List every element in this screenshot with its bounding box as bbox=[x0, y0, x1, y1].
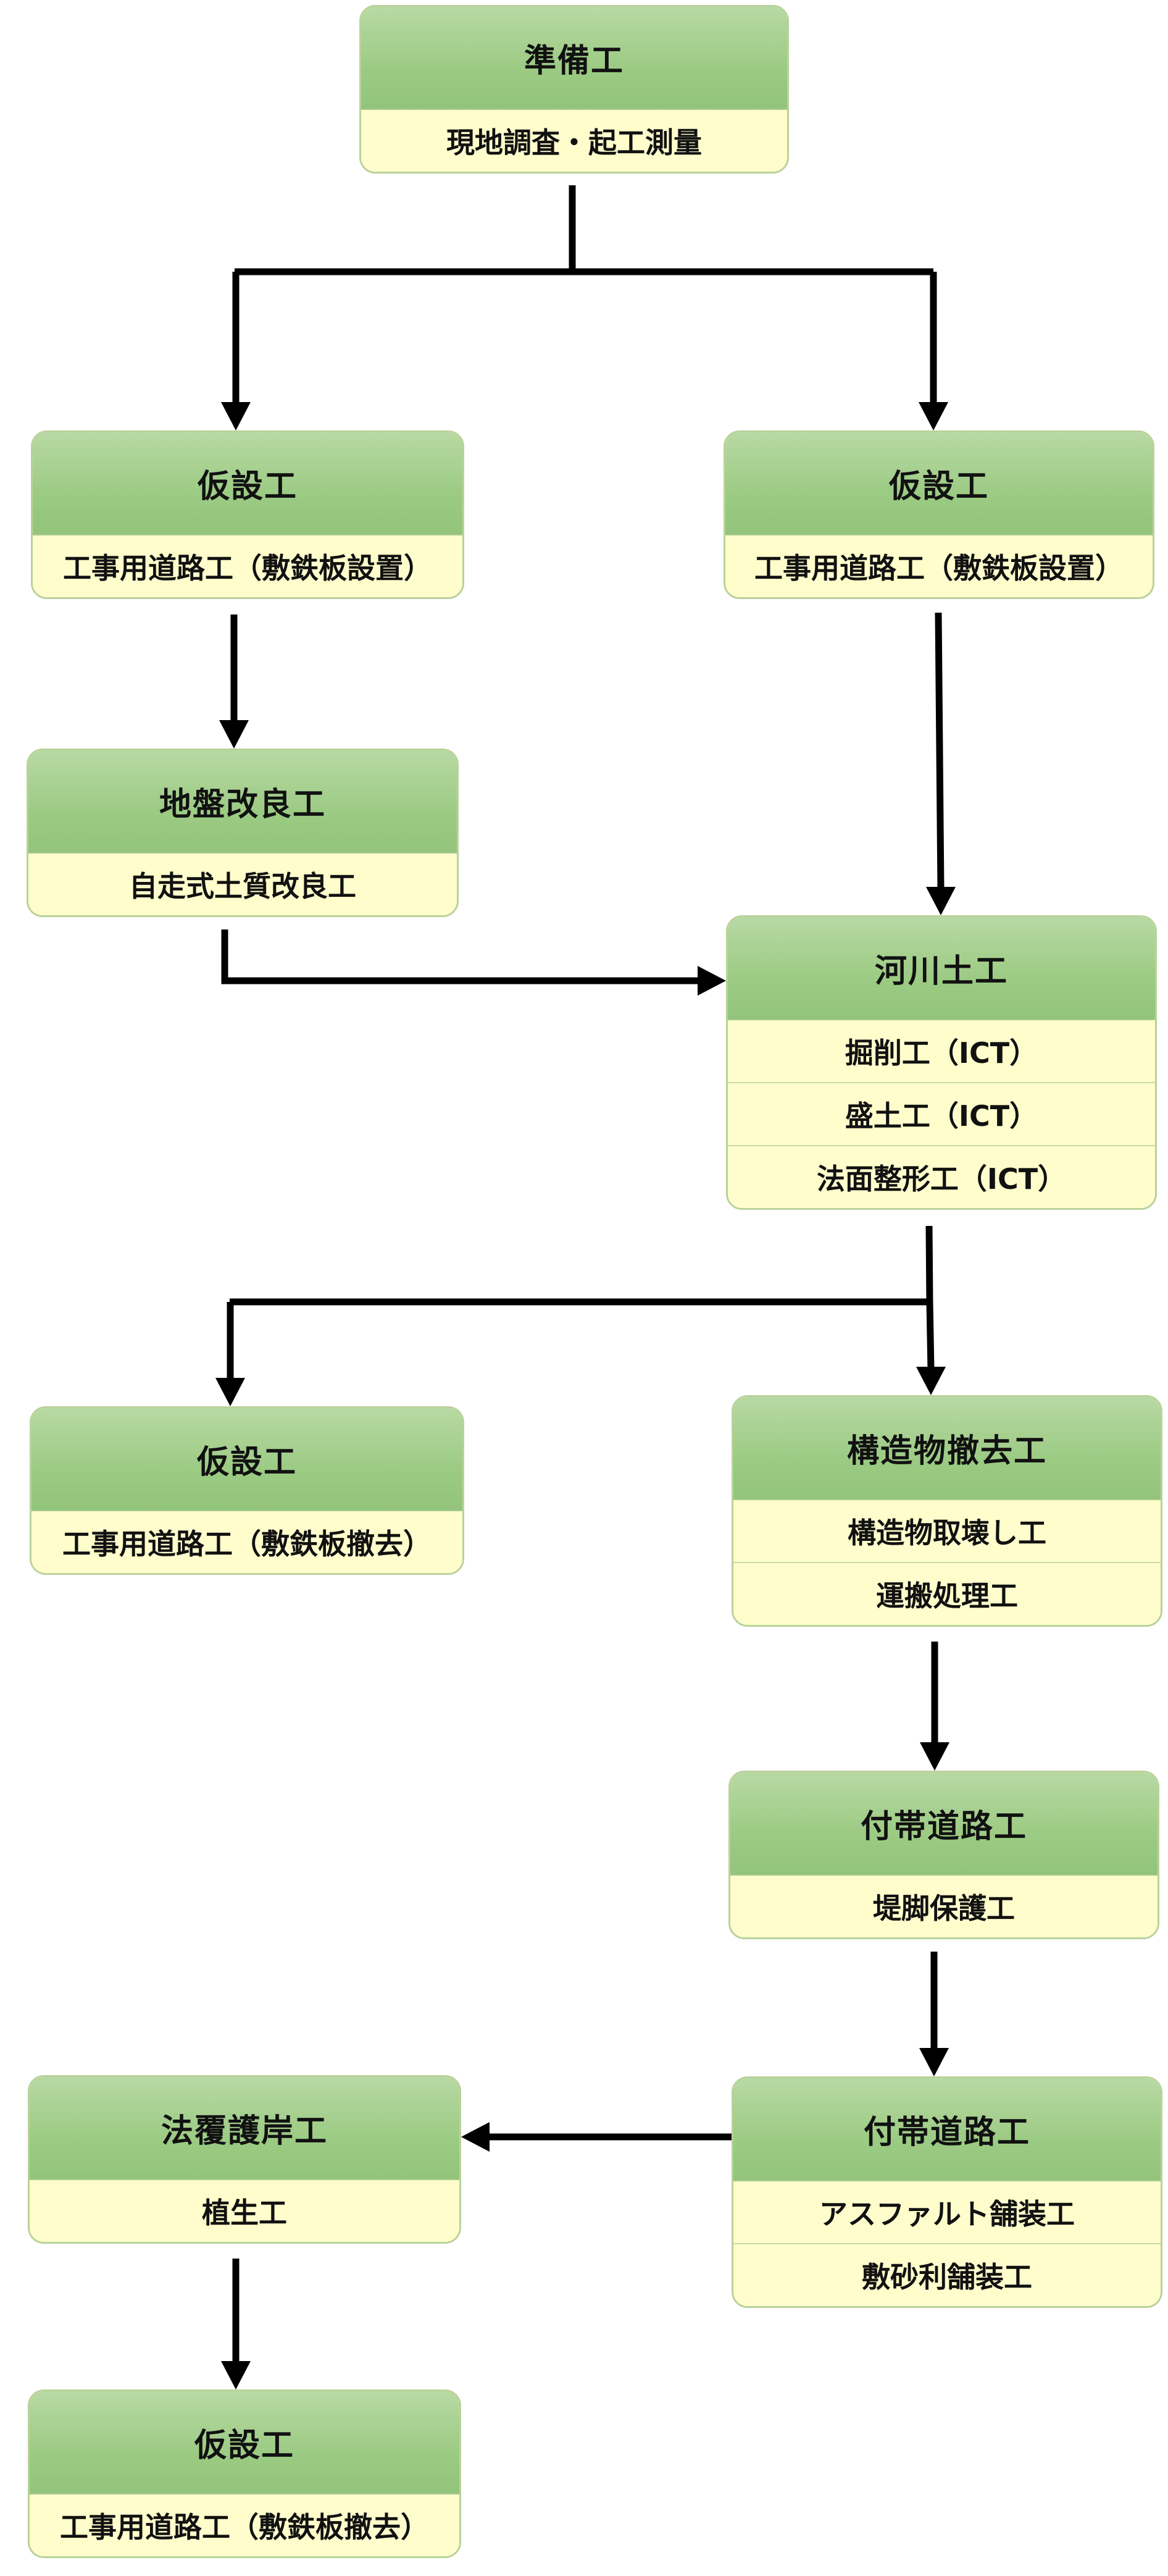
process-item: 工事用道路工（敷鉄板設置） bbox=[33, 535, 462, 597]
process-item: 法面整形工（ICT） bbox=[728, 1145, 1155, 1208]
arrowhead-road2 bbox=[919, 2048, 949, 2076]
process-title: 仮設工 bbox=[31, 1408, 462, 1511]
arrowhead-temp2 bbox=[215, 1378, 245, 1406]
process-box-road1: 付帯道路工堤脚保護工 bbox=[728, 1771, 1159, 1939]
arrowhead-river-top bbox=[926, 887, 956, 915]
process-item: 盛土工（ICT） bbox=[728, 1082, 1155, 1145]
arrowhead-ground bbox=[219, 720, 249, 749]
process-box-temp-right-1: 仮設工工事用道路工（敷鉄板設置） bbox=[724, 430, 1154, 599]
arrowhead-slope bbox=[461, 2122, 490, 2152]
process-title: 法覆護岸工 bbox=[30, 2077, 459, 2180]
process-box-temp-left-3: 仮設工工事用道路工（敷鉄板撤去） bbox=[28, 2389, 461, 2558]
arrowhead-struct bbox=[916, 1367, 946, 1395]
process-item: 運搬処理工 bbox=[733, 1562, 1161, 1625]
process-title: 準備工 bbox=[361, 7, 787, 110]
process-title: 河川土工 bbox=[728, 917, 1155, 1020]
arrowhead-river-left bbox=[698, 966, 726, 996]
process-title: 構造物撤去工 bbox=[733, 1397, 1161, 1500]
arrowhead-temp3 bbox=[221, 2361, 251, 2389]
arrowhead-right1 bbox=[919, 402, 948, 430]
process-box-prep: 準備工現地調査・起工測量 bbox=[359, 5, 789, 174]
process-item: 掘削工（ICT） bbox=[728, 1020, 1155, 1082]
process-box-temp-left-1: 仮設工工事用道路工（敷鉄板設置） bbox=[31, 430, 464, 599]
process-item: 堤脚保護工 bbox=[730, 1876, 1158, 1937]
process-item: 工事用道路工（敷鉄板撤去） bbox=[31, 1511, 462, 1573]
process-box-road2: 付帯道路工アスファルト舗装工敷砂利舗装工 bbox=[732, 2076, 1162, 2308]
process-title: 仮設工 bbox=[30, 2391, 459, 2494]
process-title: 地盤改良工 bbox=[28, 750, 457, 854]
process-item: 工事用道路工（敷鉄板設置） bbox=[725, 535, 1153, 597]
process-item: 敷砂利舗装工 bbox=[733, 2243, 1161, 2306]
process-box-struct: 構造物撤去工構造物取壊し工運搬処理工 bbox=[732, 1395, 1162, 1627]
process-title: 仮設工 bbox=[33, 432, 462, 535]
process-title: 仮設工 bbox=[725, 432, 1153, 535]
arrowhead-left1 bbox=[221, 402, 251, 430]
process-item: 工事用道路工（敷鉄板撤去） bbox=[30, 2494, 459, 2556]
process-box-temp-left-2: 仮設工工事用道路工（敷鉄板撤去） bbox=[30, 1406, 464, 1575]
process-item: 植生工 bbox=[30, 2180, 459, 2242]
process-title: 付帯道路工 bbox=[730, 1773, 1158, 1876]
process-item: 現地調査・起工測量 bbox=[361, 110, 787, 172]
process-box-river: 河川土工掘削工（ICT）盛土工（ICT）法面整形工（ICT） bbox=[726, 915, 1157, 1210]
process-item: 自走式土質改良工 bbox=[28, 854, 457, 915]
connector-right1-to-river bbox=[935, 612, 945, 890]
process-title: 付帯道路工 bbox=[733, 2078, 1161, 2181]
connector-river-to-struct bbox=[926, 1301, 935, 1370]
arrowhead-road1 bbox=[920, 1742, 949, 1771]
process-box-slope: 法覆護岸工植生工 bbox=[28, 2075, 461, 2244]
process-box-ground: 地盤改良工自走式土質改良工 bbox=[27, 749, 459, 917]
connector-prep-split bbox=[235, 185, 933, 275]
connector-river-split bbox=[230, 1225, 933, 1306]
connector-ground-to-river bbox=[221, 929, 700, 984]
process-item: アスファルト舗装工 bbox=[733, 2181, 1161, 2243]
process-item: 構造物取壊し工 bbox=[733, 1500, 1161, 1562]
